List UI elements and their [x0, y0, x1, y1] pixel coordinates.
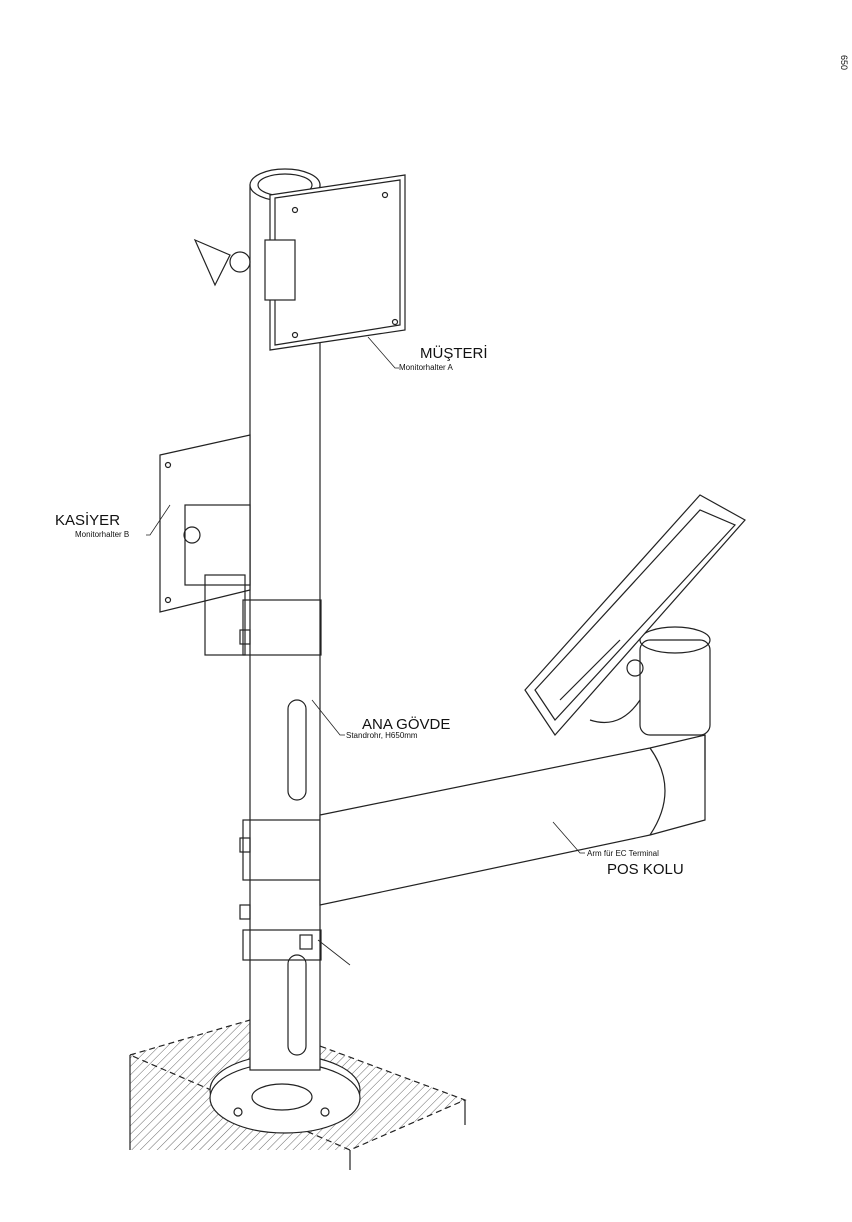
- kasiyer-title: KASİYER: [55, 512, 121, 529]
- ana-govde-subtitle: Standrohr, H650mm: [346, 731, 418, 740]
- ana-govde-title: ANA GÖVDE: [362, 716, 451, 733]
- pos-kolu-title: POS KOLU: [607, 861, 684, 878]
- leader-lines: [146, 336, 585, 966]
- musteri-subtitle: Monitorhalter A: [399, 363, 453, 372]
- musteri-title: MÜŞTERİ: [420, 345, 488, 362]
- floor-base: [128, 1019, 467, 1170]
- dimension-label: 650: [839, 55, 849, 71]
- pos-arm: [319, 494, 746, 906]
- monitor-holder-b: [159, 434, 251, 656]
- pos-kolu-subtitle: Arm für EC Terminal: [587, 849, 659, 858]
- kasiyer-subtitle: Monitorhalter B: [75, 530, 130, 539]
- monitor-holder-a: [193, 174, 406, 351]
